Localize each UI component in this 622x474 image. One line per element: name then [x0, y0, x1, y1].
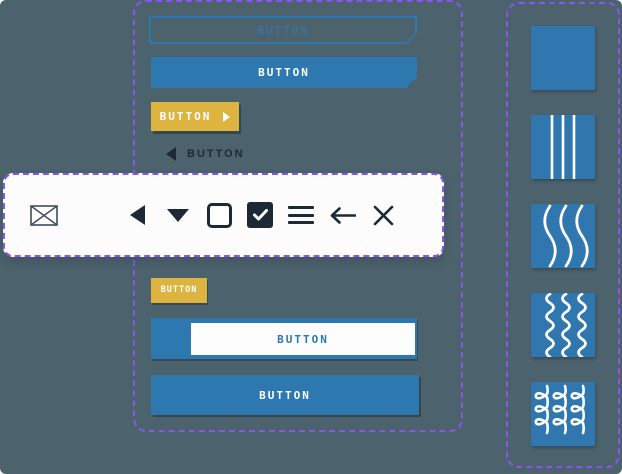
texture-tile-dense-waves[interactable]: [531, 293, 595, 357]
outline-button-face: [151, 18, 415, 42]
outline-button[interactable]: BUTTON: [149, 16, 417, 44]
inset-button[interactable]: BUTTON: [151, 318, 417, 359]
caret-down-icon[interactable]: [164, 201, 192, 229]
caret-right-icon: [223, 111, 231, 122]
checkbox-checked-icon[interactable]: [246, 201, 274, 229]
caret-left-icon: [166, 147, 176, 161]
forward-button[interactable]: BUTTON: [151, 102, 239, 131]
arrow-left-icon[interactable]: [328, 201, 356, 229]
checkbox-unchecked-icon[interactable]: [205, 201, 233, 229]
envelope-icon[interactable]: [30, 201, 58, 229]
hamburger-menu-icon[interactable]: [287, 201, 315, 229]
bottom-primary-button-label: BUTTON: [259, 388, 311, 402]
texture-tile-vertical-lines[interactable]: [531, 115, 595, 179]
primary-button-label: BUTTON: [258, 66, 310, 79]
buttons-group-panel: BUTTON BUTTON BUTTON BUTTON BUTTON BUTTO…: [133, 0, 463, 432]
icon-toolbar-card: [3, 173, 444, 257]
close-icon[interactable]: [369, 201, 397, 229]
texture-tile-loop-curls[interactable]: [531, 382, 595, 446]
small-yellow-button[interactable]: BUTTON: [151, 278, 207, 303]
inset-button-label: BUTTON: [277, 332, 329, 346]
texture-tile-solid-fill[interactable]: [531, 26, 595, 90]
caret-left-icon[interactable]: [123, 201, 151, 229]
forward-button-label: BUTTON: [159, 110, 212, 123]
primary-button[interactable]: BUTTON: [151, 57, 417, 88]
outline-button-label: BUTTON: [257, 23, 309, 37]
texture-tile-gentle-waves[interactable]: [531, 204, 595, 268]
back-text-button-label: BUTTON: [187, 147, 245, 160]
inset-button-face: BUTTON: [191, 323, 415, 355]
back-text-button[interactable]: BUTTON: [166, 145, 245, 163]
textures-group-panel: [506, 2, 620, 468]
small-yellow-button-label: BUTTON: [160, 285, 198, 296]
bottom-primary-button[interactable]: BUTTON: [151, 375, 419, 415]
